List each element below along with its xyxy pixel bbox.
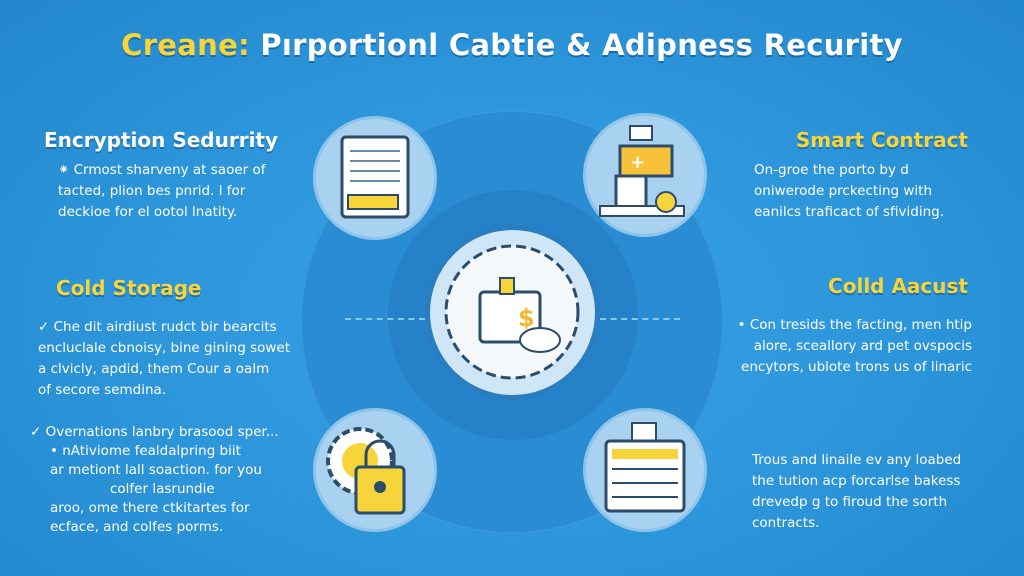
title-rest: Pırportionl Cabtie & Adipness Recurity — [249, 28, 903, 62]
page-title: Creane: Pırportionl Cabtie & Adipness Re… — [0, 28, 1024, 62]
text-line: tacted, plion bes pnrid. l for — [58, 183, 246, 199]
text-line: alore, sceallory ard pet ovspocis — [753, 338, 972, 354]
server-icon-circle — [583, 408, 707, 532]
text-line: the tution acp forcarlse bakess — [752, 473, 961, 489]
text-line: encluclale cbnoisy, bine gining sowet — [38, 340, 290, 356]
text-line: deckioe for el ootol lnatity. — [58, 204, 238, 220]
text-line: ⁕ Crmost sharveny at saoer of — [58, 162, 266, 178]
text-line: drevedp g to firoud the sorth — [752, 494, 948, 510]
text-line: • nAtiviome fealdalpring biit — [50, 443, 241, 459]
text-line: ar metiont lall soaction. for you — [50, 462, 262, 478]
text-line: of secore semdina. — [38, 382, 167, 398]
encryption-heading: Encryption Sedurrity — [44, 128, 279, 152]
text-line: contracts. — [752, 515, 820, 531]
text-line: • Con tresids the facting, men htip — [737, 317, 972, 333]
text-line: ✓ Che dit airdiust rudct bir bearcits — [38, 319, 277, 335]
gear-lock-icon — [326, 427, 406, 515]
text-line: oniwerode prckecting with — [754, 183, 933, 199]
server-storage-icon — [604, 422, 686, 513]
text-line: ✓ Overnations lanbry brasood sper... — [30, 424, 279, 440]
text-line: a clvicly, apdid, them Cour a oalm — [38, 361, 270, 377]
connector-right — [600, 318, 680, 320]
text-line: encytors, ublote trons us of linaric — [741, 359, 972, 375]
cold-storage-text-2: ✓ Overnations lanbry brasood sper... • n… — [30, 423, 279, 537]
text-line: colfer lasrundie — [110, 481, 215, 497]
text-line: aroo, ome there ctkitartes for — [50, 500, 250, 516]
cold-account-text: • Con tresids the facting, men htip alor… — [738, 315, 972, 378]
smart-contract-device-icon: + — [599, 125, 685, 217]
smart-contract-icon-circle: + — [583, 113, 707, 237]
smart-contract-heading: Smart Contract — [795, 128, 968, 152]
text-line: On-groe the porto by d — [754, 162, 909, 178]
svg-text:$: $ — [518, 304, 535, 332]
contracts-text: Trous and linaile ev any loabed the tuti… — [752, 450, 961, 534]
encryption-text: ⁕ Crmost sharveny at saoer of tacted, pl… — [58, 160, 266, 223]
encrypted-document-icon — [340, 135, 410, 219]
encryption-icon-circle — [313, 116, 437, 240]
gear-lock-icon-circle — [313, 408, 437, 532]
smart-contract-text: On-groe the porto by d oniwerode prckect… — [754, 160, 944, 223]
wallet-dollar-cloud-icon: $ — [444, 244, 580, 380]
text-line: ecface, and colfes porms. — [50, 519, 224, 535]
cold-storage-text: ✓ Che dit airdiust rudct bir bearcits en… — [38, 317, 290, 401]
cold-account-heading: Colld Aacust — [828, 274, 968, 298]
text-line: Trous and linaile ev any loabed — [752, 452, 962, 468]
cold-storage-heading: Cold Storage — [56, 276, 202, 300]
center-hub: $ — [425, 225, 600, 400]
text-line: eanilcs traficact of sfividing. — [754, 204, 945, 220]
connector-left — [345, 318, 425, 320]
svg-text:+: + — [630, 152, 645, 173]
title-accent: Creane: — [121, 28, 250, 62]
